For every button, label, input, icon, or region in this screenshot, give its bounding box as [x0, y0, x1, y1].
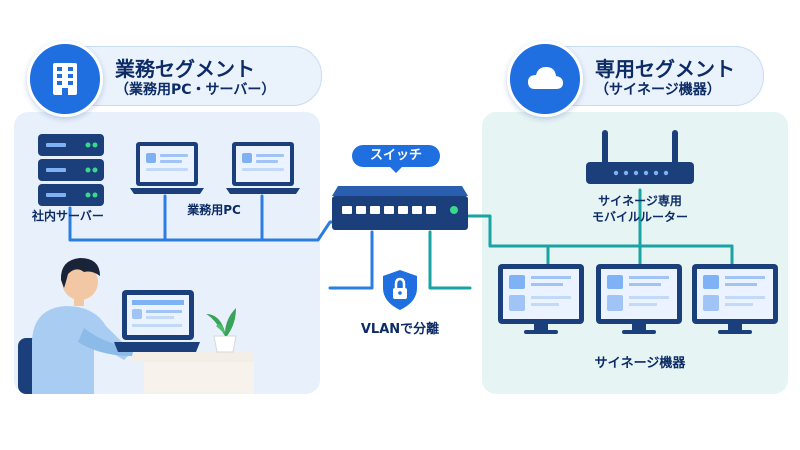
server-label: 社内サーバー: [32, 209, 104, 223]
business-segment-title: 業務セグメント: [115, 57, 255, 81]
dedicated-segment-subtitle: （サイネージ機器）: [595, 82, 721, 98]
router-label-line2: モバイルルーター: [591, 210, 689, 224]
vlan-label: VLANで分離: [360, 322, 440, 337]
signage-label: サイネージ機器: [594, 356, 686, 371]
vlan-blue-line: [328, 230, 374, 290]
signage-display-2-icon: [596, 264, 682, 334]
business-pc-2-icon: [226, 142, 300, 194]
vlan-teal-line: [428, 230, 472, 290]
cloud-icon: [507, 41, 583, 117]
dedicated-segment-header: 専用セグメント （サイネージ機器）: [507, 41, 764, 117]
network-switch-icon: [332, 186, 468, 230]
business-pc-label: 業務用PC: [187, 203, 241, 217]
signage-display-1-icon: [498, 264, 584, 334]
lock-shield-icon: [383, 270, 417, 310]
dedicated-segment-title: 専用セグメント: [595, 57, 735, 81]
dedicated-trunk-line: [464, 214, 734, 248]
dedicated-segment-panel: [482, 112, 788, 394]
signage-display-3-icon: [692, 264, 778, 334]
switch-label: スイッチ: [352, 145, 440, 173]
server-rack-icon: [38, 134, 104, 206]
mobile-router-icon: [586, 130, 694, 184]
business-pc-1-icon: [130, 142, 204, 194]
router-label-line1: サイネージ専用: [598, 194, 682, 208]
office-worker-illustration: [18, 258, 254, 394]
office-building-icon: [27, 41, 103, 117]
business-segment-header: 業務セグメント （業務用PC・サーバー）: [27, 41, 322, 117]
business-segment-subtitle: （業務用PC・サーバー）: [115, 82, 276, 98]
